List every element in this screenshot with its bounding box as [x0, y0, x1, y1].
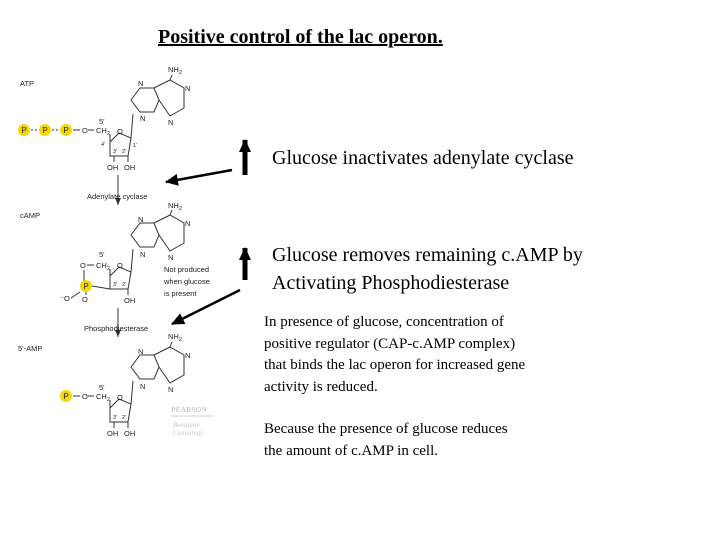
note-not-produced-line: is present	[164, 289, 197, 298]
svg-text:3': 3'	[113, 415, 117, 421]
svg-text:N: N	[185, 219, 190, 228]
ch2-group: CH2	[96, 261, 110, 272]
svg-text:2': 2'	[122, 282, 126, 288]
svg-text:OH: OH	[124, 163, 135, 172]
svg-text:N: N	[168, 253, 173, 262]
svg-text:Cummings: Cummings	[173, 429, 203, 437]
svg-text:3': 3'	[113, 282, 117, 288]
note-not-produced-line: Not produced	[164, 265, 209, 274]
svg-text:P: P	[63, 392, 68, 401]
publisher-logo: PEARSON Benjamin Cummings	[171, 405, 214, 437]
svg-text:O: O	[80, 261, 86, 270]
label-phosphodiesterase: Phosphodiesterase	[84, 324, 148, 333]
phosphate-group: P	[80, 280, 92, 292]
pointer-arrow-phosphodiesterase	[171, 288, 241, 326]
svg-text:O: O	[117, 393, 123, 402]
svg-text:P: P	[42, 126, 47, 135]
svg-text:N: N	[138, 347, 143, 356]
label-5-amp: 5'-AMP	[18, 344, 42, 353]
page-title: Positive control of the lac operon.	[158, 26, 443, 48]
ch2-group: CH2	[96, 126, 110, 137]
svg-text:N: N	[185, 84, 190, 93]
svg-text:P: P	[83, 282, 88, 291]
svg-text:N: N	[168, 385, 173, 394]
paragraph-camp-reduction: Because the presence of glucose reduces …	[264, 419, 508, 462]
label-atp: ATP	[20, 79, 34, 88]
svg-text:OH: OH	[107, 429, 118, 438]
svg-text:P: P	[21, 126, 26, 135]
svg-text:N: N	[140, 250, 145, 259]
svg-text:O: O	[82, 126, 88, 135]
svg-text:Benjamin: Benjamin	[173, 421, 200, 429]
svg-text:4': 4'	[101, 142, 105, 148]
svg-text:N: N	[140, 114, 145, 123]
svg-text:O: O	[117, 261, 123, 270]
svg-text:5': 5'	[99, 117, 105, 126]
svg-text:O: O	[82, 295, 88, 304]
amp-molecule: N N N N NH2 P O CH2 5' O 3' 2' OH OH	[60, 332, 190, 438]
svg-text:O: O	[82, 392, 88, 401]
svg-text:1': 1'	[133, 143, 137, 149]
svg-text:N: N	[185, 351, 190, 360]
paragraph-line: that binds the lac operon for increased …	[264, 357, 526, 373]
svg-text:5': 5'	[99, 250, 105, 259]
camp-molecule: N N N N NH2 5' O CH2 O 3' 2' P O ⁻O OH	[60, 201, 190, 305]
paragraph-glucose-effect: In presence of glucose, concentration of…	[264, 312, 525, 398]
svg-text:OH: OH	[124, 429, 135, 438]
paragraph-line: activity is reduced.	[264, 378, 378, 395]
svg-text:N: N	[140, 382, 145, 391]
label-camp: cAMP	[20, 211, 40, 220]
paragraph-line: In presence of glucose, concentration of	[264, 314, 504, 330]
paragraph-line: Because the presence of glucose reduces	[264, 421, 508, 437]
phosphate-group: P	[18, 124, 30, 136]
svg-text:5': 5'	[99, 383, 105, 392]
svg-text:N: N	[138, 215, 143, 224]
svg-text:2': 2'	[122, 149, 126, 155]
ch2-group: CH2	[96, 392, 110, 403]
statement-glucose-removes-camp-line1: Glucose removes remaining c.AMP by	[272, 244, 583, 266]
statement-glucose-inactivates-adenylate-cyclase: Glucose inactivates adenylate cyclase	[272, 147, 574, 169]
pointer-arrow-adenylate-cyclase	[165, 168, 233, 186]
svg-text:N: N	[138, 79, 143, 88]
nh2-group: NH2	[168, 332, 182, 343]
svg-text:⁻O: ⁻O	[60, 294, 70, 303]
nh2-group: NH2	[168, 201, 182, 212]
svg-text:OH: OH	[107, 163, 118, 172]
svg-text:3': 3'	[113, 149, 117, 155]
svg-text:PEARSON: PEARSON	[171, 405, 207, 414]
nh2-group: NH2	[168, 65, 182, 76]
svg-text:N: N	[168, 118, 173, 127]
paragraph-line: positive regulator (CAP-c.AMP complex)	[264, 335, 516, 352]
svg-text:P: P	[63, 126, 68, 135]
svg-text:O: O	[117, 127, 123, 136]
label-adenylate-cyclase: Adenylate cyclase	[87, 192, 147, 201]
svg-text:OH: OH	[124, 296, 135, 305]
phosphate-group: P	[60, 124, 72, 136]
atp-molecule: P P P O CH2 5' N N N N NH2 O 3' 2' 1'	[18, 65, 190, 172]
statement-glucose-removes-camp-line2: Activating Phosphodiesterase	[272, 272, 510, 294]
phosphate-group: P	[39, 124, 51, 136]
phosphate-group: P	[60, 390, 72, 402]
paragraph-line: the amount of c.AMP in cell.	[264, 442, 438, 459]
svg-text:2': 2'	[122, 415, 126, 421]
note-not-produced-line: when glucose	[163, 277, 210, 286]
